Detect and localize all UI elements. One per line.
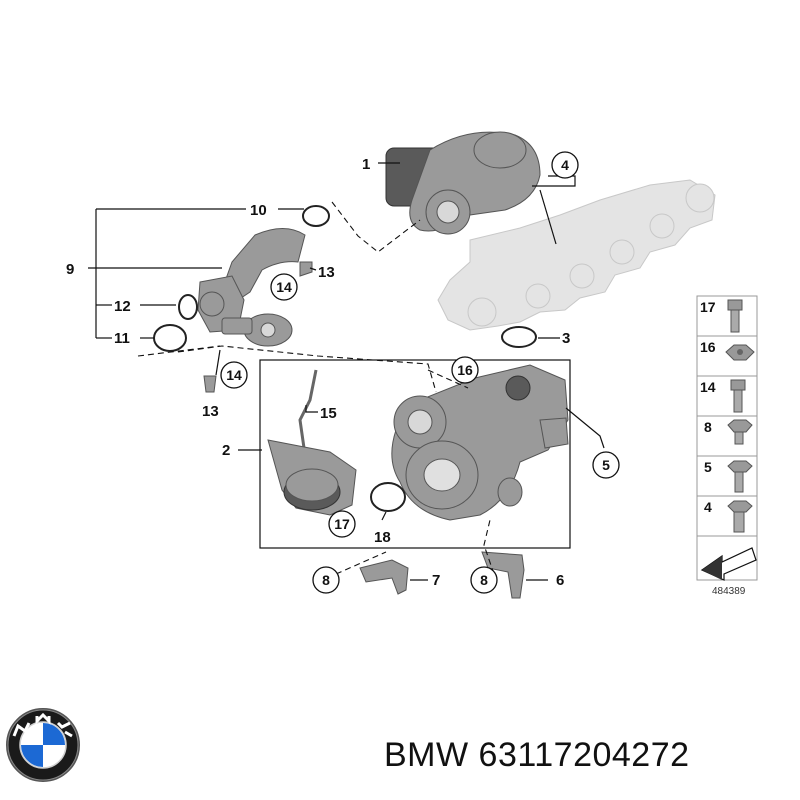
hardware-legend: 17 16 14 8 5 4 — [696, 295, 758, 597]
callout-14-upper: 14 — [276, 279, 292, 295]
callout-14-upper-circle: 14 — [270, 273, 298, 301]
legend-16: 16 — [700, 339, 716, 355]
legend-14: 14 — [700, 379, 716, 395]
callout-15: 15 — [320, 405, 337, 422]
callout-18: 18 — [374, 529, 391, 546]
legend-8: 8 — [704, 419, 712, 435]
callout-14-lower: 14 — [226, 367, 242, 383]
callout-10: 10 — [250, 202, 267, 219]
callout-9: 9 — [66, 261, 74, 278]
turbocharger-upper — [385, 131, 541, 235]
exhaust-manifold-ghost — [437, 179, 716, 331]
nut-16-icon — [725, 344, 755, 361]
callout-3: 3 — [562, 330, 570, 347]
o-ring-11 — [153, 324, 187, 352]
o-ring-10 — [302, 205, 330, 227]
gasket-3 — [501, 326, 537, 348]
callout-4-circle: 4 — [551, 151, 579, 179]
callout-5-circle: 5 — [592, 451, 620, 479]
callout-14-lower-circle: 14 — [220, 361, 248, 389]
callout-2: 2 — [222, 442, 230, 459]
bolt-8-icon — [727, 419, 753, 445]
legend-5: 5 — [704, 459, 712, 475]
o-ring-18 — [370, 482, 406, 512]
bolt-13-lower — [203, 375, 217, 393]
brand-part-caption: BMW 63117204272 — [384, 736, 690, 775]
legend-4: 4 — [704, 499, 712, 515]
bracket-7 — [359, 559, 409, 595]
callout-11: 11 — [114, 330, 130, 347]
bolt-5-icon — [727, 460, 753, 493]
callout-12: 12 — [114, 298, 131, 315]
figure-number: 484389 — [712, 586, 746, 597]
callout-1: 1 — [362, 156, 370, 173]
callout-8a: 8 — [322, 572, 330, 588]
bolt-13-upper — [299, 261, 313, 277]
direction-arrow-icon — [700, 547, 757, 581]
callout-8a-circle: 8 — [312, 566, 340, 594]
wastegate-actuator — [267, 369, 357, 516]
callout-6: 6 — [556, 572, 564, 589]
o-ring-12 — [178, 294, 198, 320]
bolt-4-icon — [727, 500, 753, 533]
callout-8b: 8 — [480, 572, 488, 588]
callout-13-lower: 13 — [202, 403, 219, 420]
callout-16-circle: 16 — [451, 356, 479, 384]
callout-4: 4 — [561, 157, 569, 173]
callout-17-circle: 17 — [328, 510, 356, 538]
callout-7: 7 — [432, 572, 440, 589]
callout-8b-circle: 8 — [470, 566, 498, 594]
callout-17: 17 — [334, 516, 350, 532]
brand-name: BMW — [384, 736, 469, 774]
legend-17: 17 — [700, 299, 716, 315]
dashed-connectors — [137, 201, 495, 575]
callout-5: 5 — [602, 457, 610, 473]
part-number: 63117204272 — [478, 736, 690, 774]
callout-13-upper: 13 — [318, 264, 335, 281]
turbocharger-lower — [391, 364, 569, 521]
bracket-lines-9-12 — [88, 208, 304, 339]
bolt-17-icon — [727, 299, 743, 333]
callout-16: 16 — [457, 362, 473, 378]
bolt-14-icon — [730, 379, 746, 413]
bmw-logo — [6, 708, 80, 782]
intake-pipe-assembly — [197, 228, 306, 347]
assembly-frame — [259, 359, 571, 549]
